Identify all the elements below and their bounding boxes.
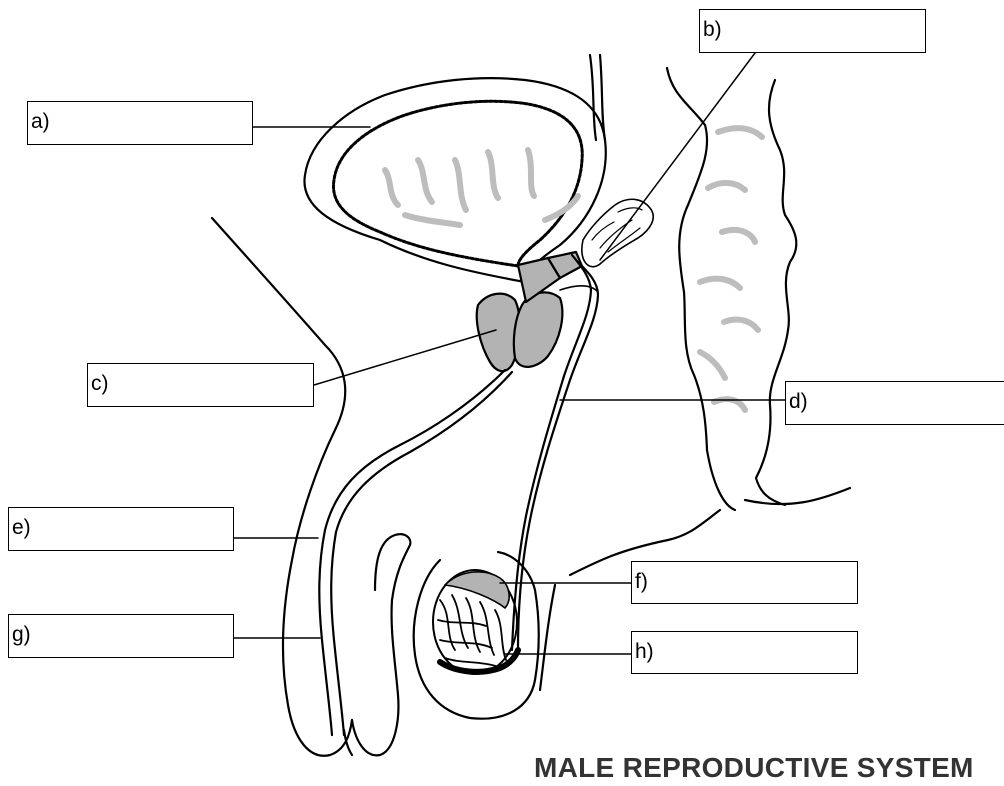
urethra-drawing [319, 370, 512, 735]
rectum-drawing [570, 68, 850, 575]
label-box-d[interactable]: d) [785, 381, 1004, 425]
label-f: f) [635, 562, 648, 602]
body-outline-drawing [212, 218, 410, 756]
testis-drawing [433, 570, 518, 674]
label-box-c[interactable]: c) [87, 363, 314, 407]
seminal-vesicle-drawing [582, 199, 653, 266]
bladder-drawing [304, 78, 605, 282]
label-g: g) [12, 615, 31, 655]
label-box-h[interactable]: h) [631, 631, 858, 674]
label-h: h) [635, 632, 654, 672]
label-box-e[interactable]: e) [8, 507, 234, 551]
leader-line-c [314, 330, 496, 385]
label-box-g[interactable]: g) [8, 614, 234, 658]
label-a: a) [31, 102, 50, 142]
label-b: b) [703, 10, 722, 50]
label-box-f[interactable]: f) [631, 561, 858, 604]
label-d: d) [789, 382, 808, 422]
label-e: e) [12, 508, 31, 548]
label-box-b[interactable]: b) [699, 9, 926, 53]
label-c: c) [91, 364, 109, 404]
label-box-a[interactable]: a) [27, 101, 253, 145]
prostate-drawing [477, 252, 582, 371]
ureter-drawing [590, 55, 605, 140]
diagram-title: MALE REPRODUCTIVE SYSTEM [534, 752, 974, 784]
